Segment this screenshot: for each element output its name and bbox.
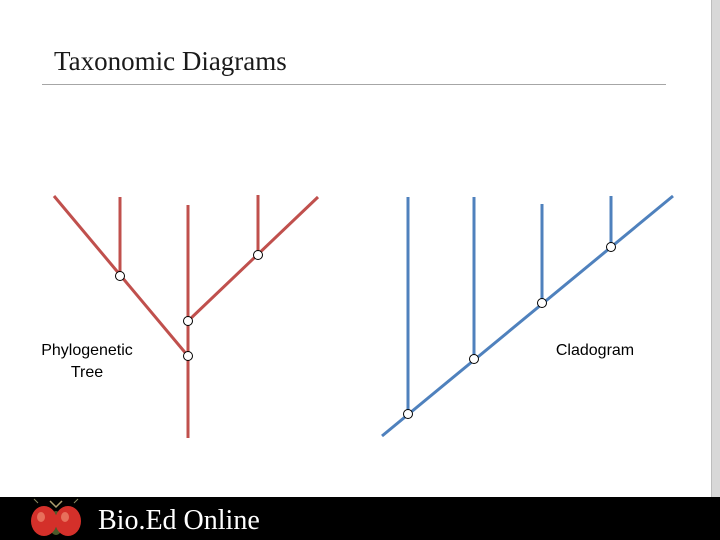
cladogram-label: Cladogram <box>555 342 635 359</box>
phylo-node <box>253 250 263 260</box>
scrollbar-strip <box>711 0 720 540</box>
phylo-node <box>183 351 193 361</box>
footer-bar: Bio.Ed Online <box>0 497 720 540</box>
cladogram <box>381 194 674 438</box>
clado-diagonal <box>381 194 674 438</box>
title-divider <box>42 84 666 85</box>
clado-node <box>537 298 547 308</box>
cladogram-nodes <box>403 242 616 419</box>
brand-name: Bio.Ed Online <box>98 505 260 536</box>
clado-node <box>403 409 413 419</box>
phylo-node <box>183 316 193 326</box>
clado-node <box>606 242 616 252</box>
slide-title: Taxonomic Diagrams <box>54 46 287 76</box>
phylo-branch-right <box>186 195 320 323</box>
clado-node <box>469 354 479 364</box>
phylo-node <box>115 271 125 281</box>
phylogenetic-nodes <box>115 250 263 361</box>
fly-head-icon <box>31 498 81 536</box>
